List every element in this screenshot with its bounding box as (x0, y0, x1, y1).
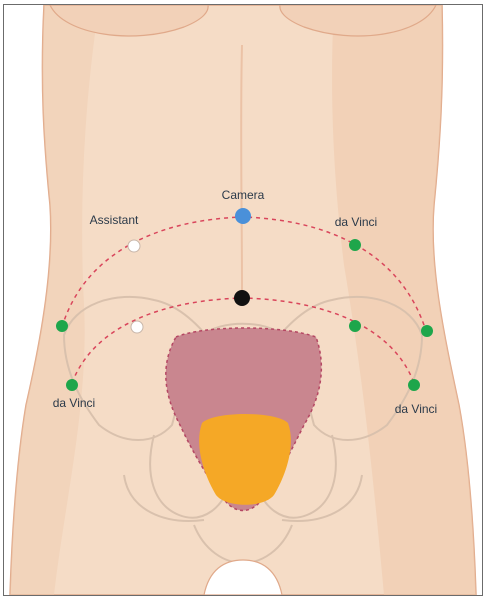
assistant-port-lower (131, 321, 143, 333)
camera-label: Camera (222, 188, 265, 202)
camera-port (235, 208, 251, 224)
da-vinci-port-upper-right (349, 239, 361, 251)
assistant-label: Assistant (90, 213, 139, 227)
da-vinci-port-left (56, 320, 68, 332)
figure-frame: Camera Assistant da Vinci da Vinci da Vi… (3, 4, 483, 596)
da-vinci-port-right (421, 325, 433, 337)
da-vinci-label-lower-right: da Vinci (395, 402, 437, 416)
da-vinci-port-lower-left (66, 379, 78, 391)
assistant-port-upper (128, 240, 140, 252)
da-vinci-label-lower-left: da Vinci (53, 396, 95, 410)
da-vinci-port-mid-right (349, 320, 361, 332)
abdominal-midline (241, 45, 242, 295)
da-vinci-label-upper-right: da Vinci (335, 215, 377, 229)
port-placement-diagram: Camera Assistant da Vinci da Vinci da Vi… (4, 5, 482, 595)
da-vinci-port-lower-right (408, 379, 420, 391)
umbilicus-port (234, 290, 250, 306)
